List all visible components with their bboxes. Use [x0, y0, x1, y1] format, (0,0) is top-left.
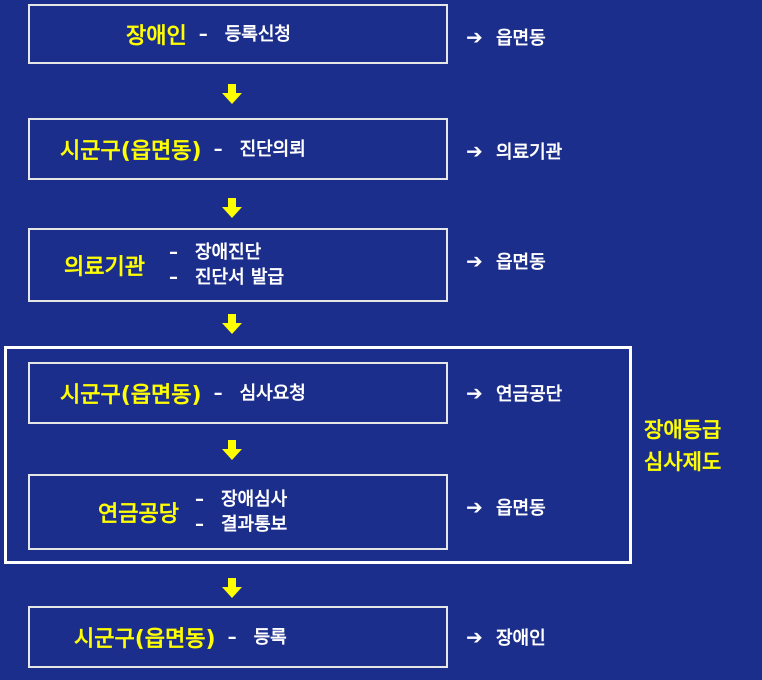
step-4-actions: –심사요청	[214, 381, 306, 406]
down-arrow-icon	[222, 198, 242, 218]
step-2-result: ➔ 의료기관	[466, 138, 562, 164]
step-2-action-1: 진단의뢰	[239, 138, 306, 160]
right-arrow-icon: ➔	[466, 625, 483, 649]
step-1-action-1: 등록신청	[224, 23, 291, 45]
step-3-actions: –장애진단 –진단서 발급	[169, 240, 284, 290]
dash-symbol: –	[194, 514, 204, 535]
dash-symbol: –	[194, 489, 204, 510]
step-4-result: ➔ 연금공단	[466, 380, 562, 406]
dash-symbol: –	[213, 382, 223, 404]
step-4-box: 시군구(읍면동) –심사요청	[28, 362, 448, 424]
step-4-action-1: 심사요청	[239, 382, 306, 404]
step-1-box: 장애인 –등록신청	[28, 4, 448, 64]
down-arrow-icon	[222, 578, 242, 598]
step-5-action-2: 결과통보	[220, 514, 288, 535]
down-arrow-icon	[222, 314, 242, 334]
step-1-result: ➔ 읍면동	[466, 24, 546, 50]
step-5-actions: –장애심사 –결과통보	[195, 487, 287, 537]
step-1-actor: 장애인	[126, 24, 187, 49]
step-3-result-label: 읍면동	[496, 252, 546, 273]
step-2-actions: –진단의뢰	[214, 137, 306, 162]
dash-symbol: –	[227, 626, 237, 648]
right-arrow-icon: ➔	[466, 495, 483, 519]
step-5-actor: 연금공당	[98, 502, 179, 527]
dash-symbol: –	[168, 267, 178, 288]
step-3-actor: 의료기관	[64, 255, 145, 280]
down-arrow-icon	[222, 84, 242, 104]
right-arrow-icon: ➔	[466, 25, 483, 49]
right-arrow-icon: ➔	[466, 249, 483, 273]
step-4-result-label: 연금공단	[496, 384, 563, 405]
dash-symbol: –	[213, 138, 223, 160]
step-3-box: 의료기관 –장애진단 –진단서 발급	[28, 228, 448, 302]
step-6-actor: 시군구(읍면동)	[74, 627, 216, 652]
review-group-frame	[4, 346, 632, 564]
step-3-action-1: 장애진단	[194, 242, 262, 263]
review-group-label-line-2: 심사제도	[644, 450, 722, 474]
step-3-result: ➔ 읍면동	[466, 248, 546, 274]
step-2-actor: 시군구(읍면동)	[60, 139, 202, 164]
dash-symbol: –	[198, 23, 208, 45]
dash-symbol: –	[168, 242, 178, 263]
step-5-action-1: 장애심사	[220, 489, 288, 510]
step-6-result: ➔ 장애인	[466, 624, 546, 650]
step-6-box: 시군구(읍면동) –등록	[28, 606, 448, 668]
step-1-actions: –등록신청	[199, 22, 291, 47]
step-4-actor: 시군구(읍면동)	[60, 383, 202, 408]
down-arrow-icon	[222, 440, 242, 460]
step-5-result: ➔ 읍면동	[466, 494, 546, 520]
step-5-box: 연금공당 –장애심사 –결과통보	[28, 474, 448, 550]
right-arrow-icon: ➔	[466, 381, 483, 405]
step-1-result-label: 읍면동	[496, 28, 546, 49]
step-5-result-label: 읍면동	[496, 498, 546, 519]
step-6-actions: –등록	[228, 625, 287, 650]
step-6-result-label: 장애인	[496, 628, 546, 649]
right-arrow-icon: ➔	[466, 139, 483, 163]
review-group-label-line-1: 장애등급	[644, 418, 722, 442]
step-2-box: 시군구(읍면동) –진단의뢰	[28, 118, 448, 180]
review-group-label: 장애등급 심사제도	[644, 414, 721, 478]
step-6-action-1: 등록	[253, 626, 287, 648]
step-2-result-label: 의료기관	[496, 142, 563, 163]
step-3-action-2: 진단서 발급	[194, 267, 285, 288]
